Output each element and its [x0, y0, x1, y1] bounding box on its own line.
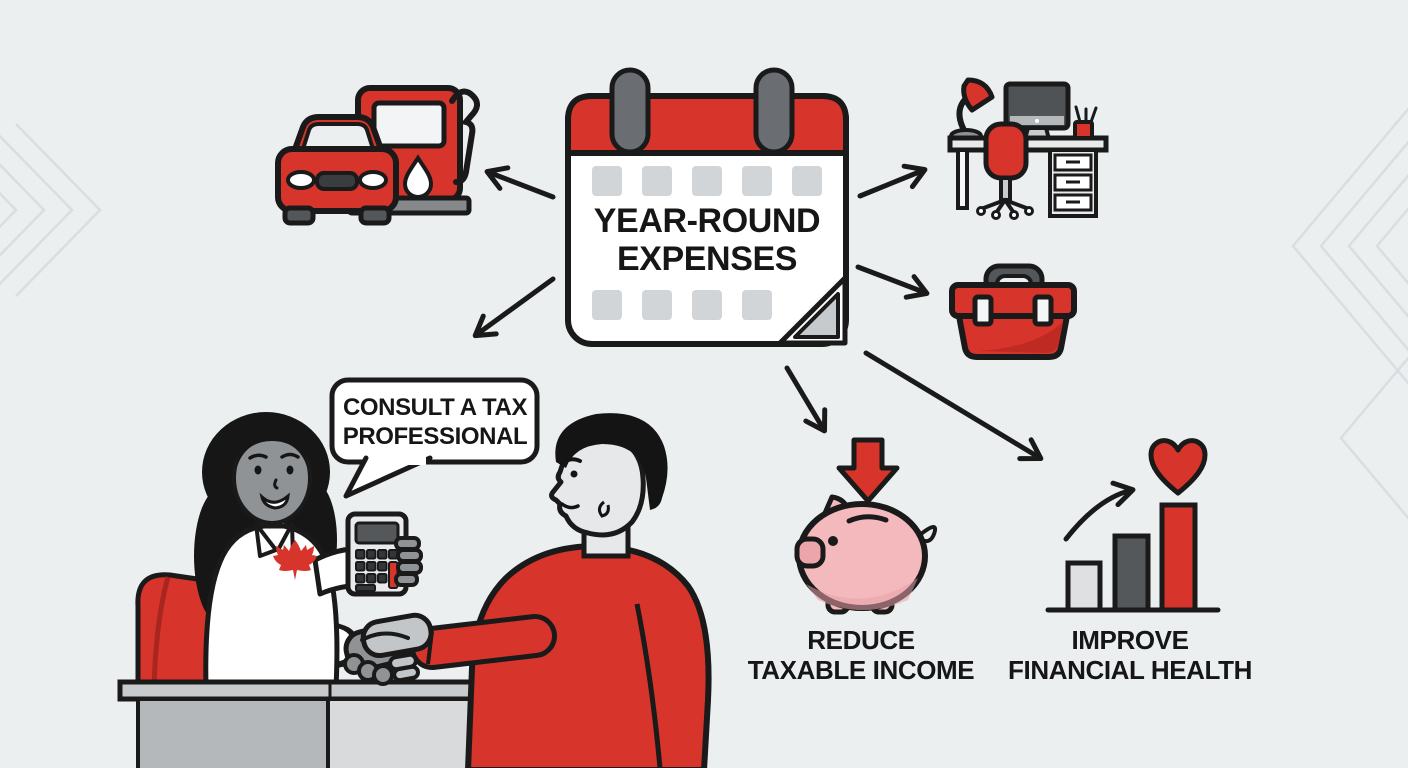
speech-bubble-icon [329, 377, 540, 499]
bar-chart-icon [1045, 502, 1221, 613]
holding-hand [394, 536, 423, 587]
connector-arrow-icon [472, 276, 556, 339]
chevron-pattern-left [0, 123, 102, 297]
connector-arrow-icon [857, 163, 928, 199]
gas-pump-icon [346, 85, 480, 216]
piggy-bank-icon [794, 494, 938, 615]
handshake-icon [343, 612, 434, 686]
maple-leaf-icon [273, 540, 317, 580]
car-icon [275, 114, 399, 226]
connector-arrow-icon [784, 365, 828, 434]
connector-arrow-icon [484, 165, 556, 200]
down-arrow-icon [836, 437, 900, 504]
calendar-grid-squares [592, 166, 822, 320]
chevron-pattern-right [1291, 107, 1408, 520]
calendar-icon [565, 67, 849, 347]
connector-arrow-icon [863, 350, 1044, 462]
growth-arrow-icon [1063, 480, 1136, 542]
desk [117, 679, 523, 768]
pen-cup-icon [1073, 105, 1098, 140]
office-desk-icon [947, 77, 1109, 220]
client-figure [410, 413, 712, 768]
drawer-unit [1048, 148, 1098, 218]
calculator-icon [345, 511, 423, 597]
tax-professional-figure [194, 412, 401, 691]
heart-icon [1148, 438, 1208, 496]
connector-arrow-icon [855, 264, 930, 300]
office-chair-icon [976, 121, 1034, 220]
toolbox-icon [949, 263, 1077, 360]
connector-arrows [472, 163, 1044, 462]
